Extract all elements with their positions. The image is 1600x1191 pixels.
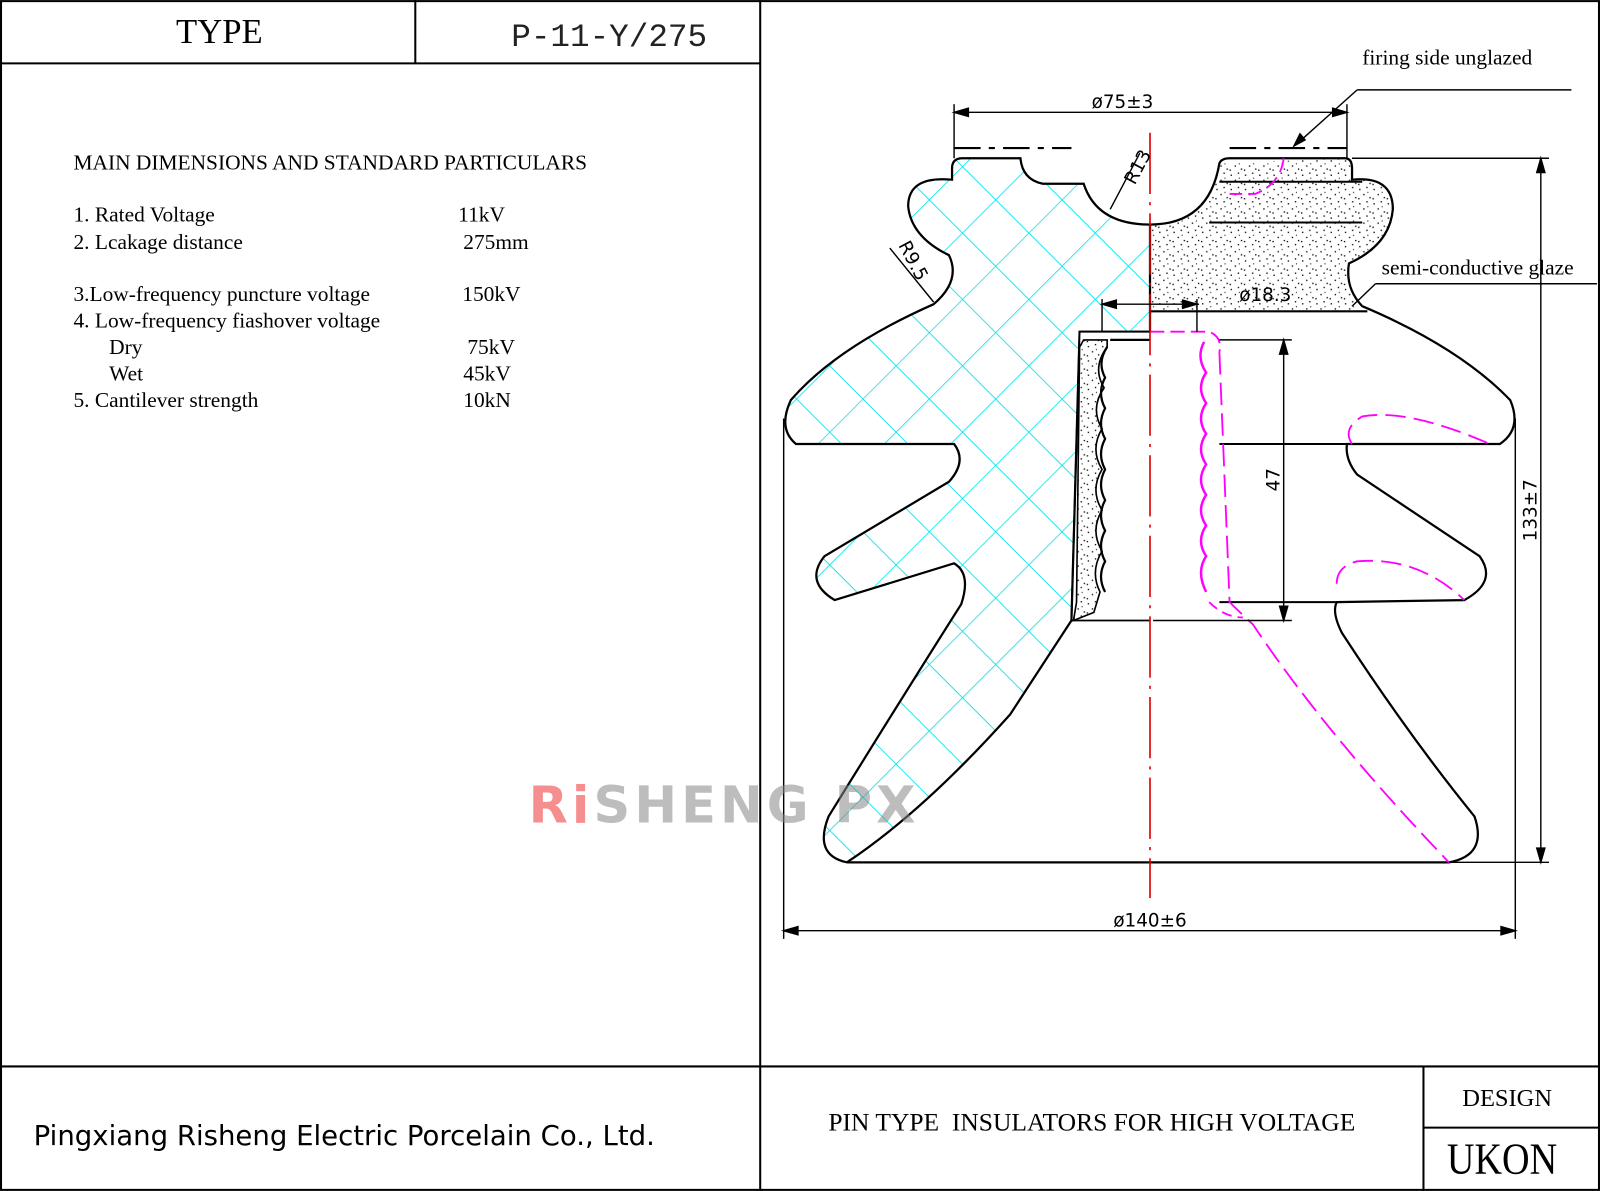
spec-label: 3.Low-frequency puncture voltage xyxy=(73,282,370,306)
spec-label: 2. Lcakage distance xyxy=(73,230,242,254)
svg-text:RiSHENG PX: RiSHENG PX xyxy=(529,777,920,836)
dimension-bottom-diameter: ø140±6 xyxy=(1113,911,1186,932)
spec-label: 1. Rated Voltage xyxy=(73,203,214,227)
dimension-hole-diameter: ø18.3 xyxy=(1239,285,1291,306)
dimension-lines xyxy=(781,89,1597,939)
hidden-lines xyxy=(1150,158,1491,863)
spec-value: 11kV xyxy=(458,203,505,227)
cross-section-hatch xyxy=(784,157,1152,864)
semi-conductive-annotation: semi-conductive glaze xyxy=(1382,256,1574,280)
specs-table: MAIN DIMENSIONS AND STANDARD PARTICULARS… xyxy=(73,150,587,412)
firing-side-annotation: firing side unglazed xyxy=(1362,45,1532,69)
spec-label: Wet xyxy=(109,362,143,386)
spec-label: Dry xyxy=(109,335,143,359)
semi-conductive-glaze-region xyxy=(1150,158,1393,312)
dimension-top-diameter: ø75±3 xyxy=(1092,92,1154,113)
spec-value: 10kN xyxy=(463,388,511,412)
watermark: RiSHENG PX xyxy=(529,777,920,836)
specs-title: MAIN DIMENSIONS AND STANDARD PARTICULARS xyxy=(73,150,587,174)
type-label: TYPE xyxy=(176,12,263,51)
pin-hole-outline xyxy=(1070,330,1150,622)
company-name: Pingxiang Risheng Electric Porcelain Co.… xyxy=(34,1120,655,1152)
design-value: UKON xyxy=(1447,1135,1557,1185)
dimension-neck-radius: R9.5 xyxy=(894,237,932,284)
spec-value: 45kV xyxy=(463,362,511,386)
insulator-outline-right xyxy=(846,157,1516,864)
spec-value: 75kV xyxy=(467,335,515,359)
thread-left xyxy=(1099,338,1150,593)
cement-layer xyxy=(1072,339,1108,622)
spec-label: 4. Low-frequency fiashover voltage xyxy=(73,309,380,333)
spec-label: 5. Cantilever strength xyxy=(73,388,258,412)
type-value: P-11-Y/275 xyxy=(511,19,707,56)
dimension-height: 133±7 xyxy=(1521,479,1542,541)
design-label: DESIGN xyxy=(1462,1085,1552,1112)
insulator-drawing xyxy=(784,132,1516,899)
spec-value: 275mm xyxy=(463,230,529,254)
spec-value: 150kV xyxy=(462,282,521,306)
product-title: PIN TYPE INSULATORS FOR HIGH VOLTAGE xyxy=(828,1108,1355,1137)
dimension-hole-depth: 47 xyxy=(1264,468,1285,491)
